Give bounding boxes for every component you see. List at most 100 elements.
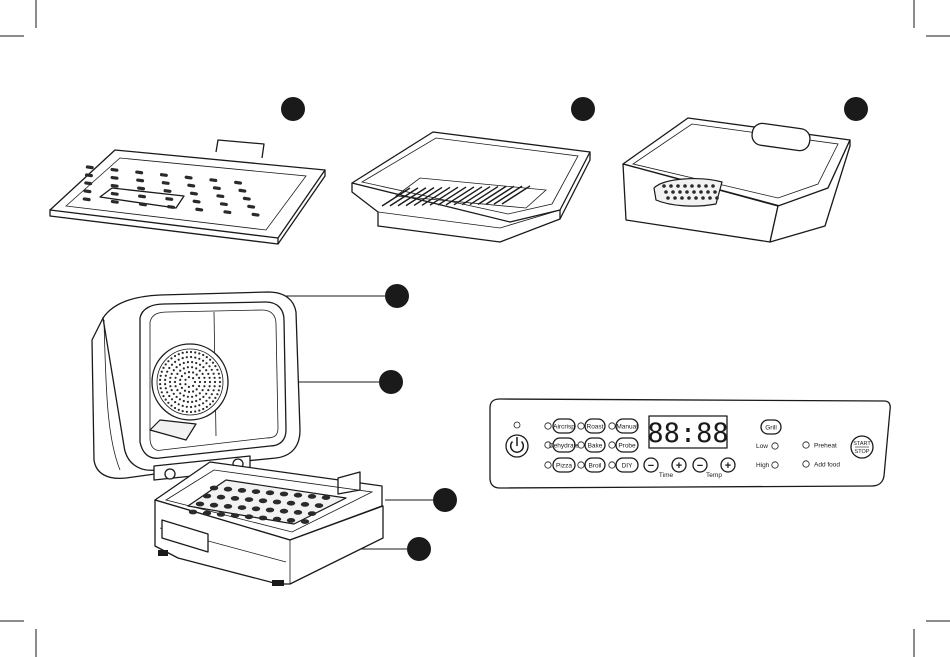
basket-hole xyxy=(704,184,708,188)
fan-hole xyxy=(192,371,194,373)
fan-hole xyxy=(186,411,188,413)
fan-hole xyxy=(202,360,204,362)
fan-hole xyxy=(195,362,197,364)
fan-hole xyxy=(209,385,211,387)
temp-label: Temp xyxy=(706,472,722,479)
fan-hole xyxy=(219,377,221,379)
fan-hole xyxy=(165,363,167,365)
fan-hole xyxy=(213,373,215,375)
basket-hole xyxy=(713,190,717,194)
fan-hole xyxy=(211,369,213,371)
fan-hole xyxy=(195,395,197,397)
fan-hole xyxy=(205,362,207,364)
mode-label: Roast xyxy=(587,424,604,431)
time-plus-button[interactable]: + xyxy=(672,458,686,472)
plate-hole xyxy=(231,496,239,501)
plus-icon: + xyxy=(725,460,731,472)
basket-hole xyxy=(711,184,715,188)
fan-hole xyxy=(187,366,189,368)
grill-button[interactable]: Grill xyxy=(761,420,781,434)
fan-hole xyxy=(169,381,171,383)
fan-hole xyxy=(170,405,172,407)
fan-hole xyxy=(181,387,183,389)
mode-label: Manual xyxy=(616,424,638,431)
plate-hole xyxy=(280,492,288,497)
plate-hole xyxy=(287,501,295,506)
plate-hole xyxy=(266,508,274,513)
fan-hole xyxy=(192,385,194,387)
basket-hole xyxy=(676,184,680,188)
fan-hole xyxy=(174,401,176,403)
fan-hole xyxy=(194,357,196,359)
fan-hole xyxy=(199,364,201,366)
time-display-digits: 88:88 xyxy=(647,418,728,449)
fan-hole xyxy=(176,389,178,391)
fan-hole xyxy=(202,396,204,398)
fan-hole xyxy=(190,411,192,413)
fan-hole xyxy=(162,367,164,369)
time-minus-button[interactable]: − xyxy=(644,458,658,472)
fan-hole xyxy=(160,375,162,377)
basket-hole xyxy=(664,190,668,194)
fan-hole xyxy=(203,377,205,379)
fan-hole xyxy=(209,381,211,383)
fan-hole xyxy=(176,366,178,368)
fan-hole xyxy=(211,393,213,395)
fan-hole xyxy=(184,390,186,392)
callout-marker xyxy=(407,537,431,561)
plate-hole xyxy=(266,490,274,495)
fan-hole xyxy=(168,367,170,369)
temp-minus-button[interactable]: − xyxy=(693,458,707,472)
fan-hole xyxy=(214,397,216,399)
fan-hole xyxy=(174,361,176,363)
fan-hole xyxy=(186,356,188,358)
mode-label: Pizza xyxy=(556,463,572,470)
fan-hole xyxy=(182,352,184,354)
plate-hole xyxy=(322,495,330,500)
basket-hole xyxy=(694,196,698,200)
fan-hole xyxy=(183,400,185,402)
fan-hole xyxy=(196,374,198,376)
plate-hole xyxy=(210,503,218,508)
fan-hole xyxy=(173,393,175,395)
fan-hole xyxy=(178,409,180,411)
power-button[interactable] xyxy=(506,435,528,457)
basket-hole xyxy=(678,190,682,194)
fan-hole xyxy=(205,400,207,402)
fan-hole xyxy=(184,372,186,374)
mode-button-grid: Aircrisp Dehydrate Pizza Roast Ba xyxy=(545,419,638,472)
fan-hole xyxy=(214,385,216,387)
fan-hole xyxy=(165,375,167,377)
fan-hole xyxy=(199,370,201,372)
plate-hole xyxy=(252,489,260,494)
stop-label: STOP xyxy=(855,449,870,455)
mode-label: Broil xyxy=(588,463,602,470)
fan-hole xyxy=(214,365,216,367)
temp-plus-button[interactable]: + xyxy=(721,458,735,472)
fan-hole xyxy=(202,389,204,391)
fan-hole xyxy=(166,371,168,373)
control-panel: Aircrisp Dehydrate Pizza Roast Ba xyxy=(490,399,890,488)
fan-hole xyxy=(192,377,194,379)
fan-hole xyxy=(202,373,204,375)
fan-hole xyxy=(182,405,184,407)
fan-hole xyxy=(171,389,173,391)
fan-hole xyxy=(218,373,220,375)
fan-hole xyxy=(166,391,168,393)
fan-hole xyxy=(188,376,190,378)
callout-marker xyxy=(571,97,595,121)
fan-hole xyxy=(179,370,181,372)
fan-hole xyxy=(212,400,214,402)
fan-hole xyxy=(191,401,193,403)
fan-hole xyxy=(198,404,200,406)
start-stop-button[interactable]: START STOP xyxy=(851,436,873,458)
minus-icon: − xyxy=(697,460,703,472)
fan-hole xyxy=(179,398,181,400)
plate-hole xyxy=(217,512,225,517)
fan-hole xyxy=(205,393,207,395)
fan-hole xyxy=(205,369,207,371)
fan-hole xyxy=(165,399,167,401)
basket-hole xyxy=(692,190,696,194)
fan-hole xyxy=(179,383,181,385)
callout-marker xyxy=(385,284,409,308)
